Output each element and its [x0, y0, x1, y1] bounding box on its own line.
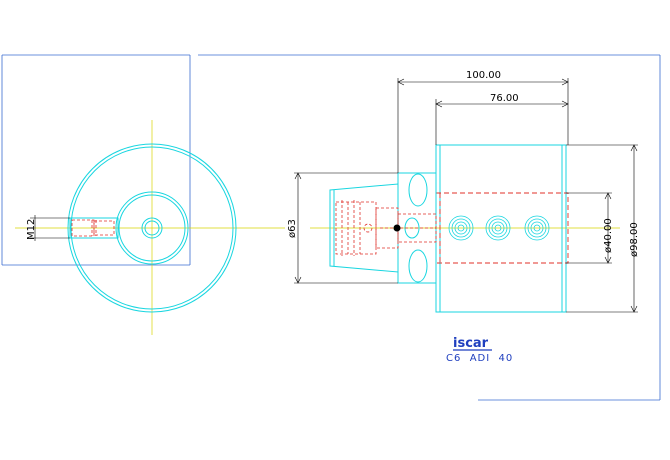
part-code-label: C6 ADI 40	[446, 353, 513, 364]
end-view-outline	[67, 143, 237, 313]
side-view: 100.00 76.00 ø63 ø40.00	[287, 70, 640, 313]
body-length-label: 76.00	[490, 93, 519, 104]
bore-diameter-dimension	[566, 192, 612, 264]
overall-length-dimension	[397, 78, 569, 173]
bore-diameter-label: ø40.00	[603, 218, 614, 253]
body-diameter-dimension	[566, 144, 638, 313]
body-diameter-label: ø98.00	[629, 222, 640, 257]
end-view-hidden-thread	[71, 219, 115, 237]
end-view-centerlines	[15, 120, 285, 335]
thread-dimension	[30, 215, 70, 241]
title-block: iscar C6 ADI 40	[446, 336, 513, 364]
end-view: M12	[15, 120, 285, 335]
brand-logo-text: iscar	[453, 336, 489, 351]
brand-logo: iscar	[453, 336, 492, 351]
thread-size-label: M12	[26, 219, 37, 240]
collet-diameter-dimension	[294, 172, 398, 284]
overall-length-label: 100.00	[466, 70, 501, 81]
collet-diameter-label: ø63	[287, 219, 298, 238]
body-length-dimension	[435, 99, 569, 145]
center-marker	[393, 224, 401, 232]
coolant-holes	[448, 215, 550, 241]
drawing-frame	[1, 54, 661, 401]
